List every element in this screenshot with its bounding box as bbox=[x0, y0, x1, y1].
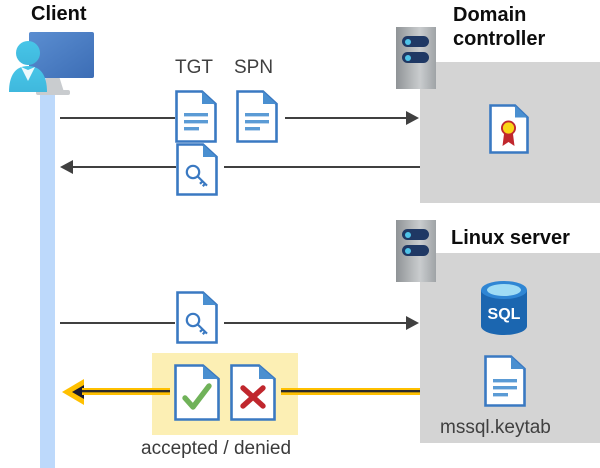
server-tower-icon bbox=[396, 27, 436, 89]
keytab-filename-label: mssql.keytab bbox=[440, 417, 551, 438]
tgt-document-icon bbox=[175, 90, 217, 143]
gold-arrowhead-inner bbox=[72, 385, 84, 399]
tgt-label: TGT bbox=[175, 57, 213, 78]
check-document-icon bbox=[174, 364, 220, 421]
flow-arrowhead-to-linux bbox=[406, 316, 419, 330]
gold-flow-line-left bbox=[82, 388, 170, 395]
flow-arrowhead-to-client-1 bbox=[60, 160, 73, 174]
gold-flow-line-right bbox=[281, 388, 420, 395]
page-title-domain-controller: Domain controller bbox=[453, 4, 546, 50]
server-led-bar bbox=[402, 245, 429, 256]
flow-line-ticket-left bbox=[73, 166, 176, 168]
flow-line-tgt-spn-left bbox=[60, 117, 175, 119]
page-title-client: Client bbox=[31, 3, 87, 25]
auth-result-label: accepted / denied bbox=[141, 438, 292, 459]
spn-label: SPN bbox=[234, 57, 274, 78]
x-document-icon bbox=[230, 364, 276, 421]
flow-line-ticket-right bbox=[224, 166, 420, 168]
client-lifeline bbox=[40, 72, 55, 468]
user-monitor-icon bbox=[6, 26, 106, 106]
key-document-icon bbox=[176, 143, 218, 196]
svg-text:SQL: SQL bbox=[488, 306, 521, 323]
server-led-bar bbox=[402, 229, 429, 240]
server-led-bar bbox=[402, 52, 429, 63]
key-document-icon bbox=[176, 291, 218, 344]
server-led-bar bbox=[402, 36, 429, 47]
sql-database-icon: SQL bbox=[478, 279, 530, 337]
spn-document-icon bbox=[236, 90, 278, 143]
flow-line-service-left bbox=[60, 322, 175, 324]
flow-line-service-right bbox=[224, 322, 407, 324]
flow-arrowhead-to-dc bbox=[406, 111, 419, 125]
certificate-document-icon bbox=[489, 104, 529, 154]
flow-line-tgt-spn-right bbox=[285, 117, 407, 119]
server-tower-icon bbox=[396, 220, 436, 282]
page-title-linux-server: Linux server bbox=[451, 227, 570, 249]
keytab-document-icon bbox=[484, 355, 526, 407]
